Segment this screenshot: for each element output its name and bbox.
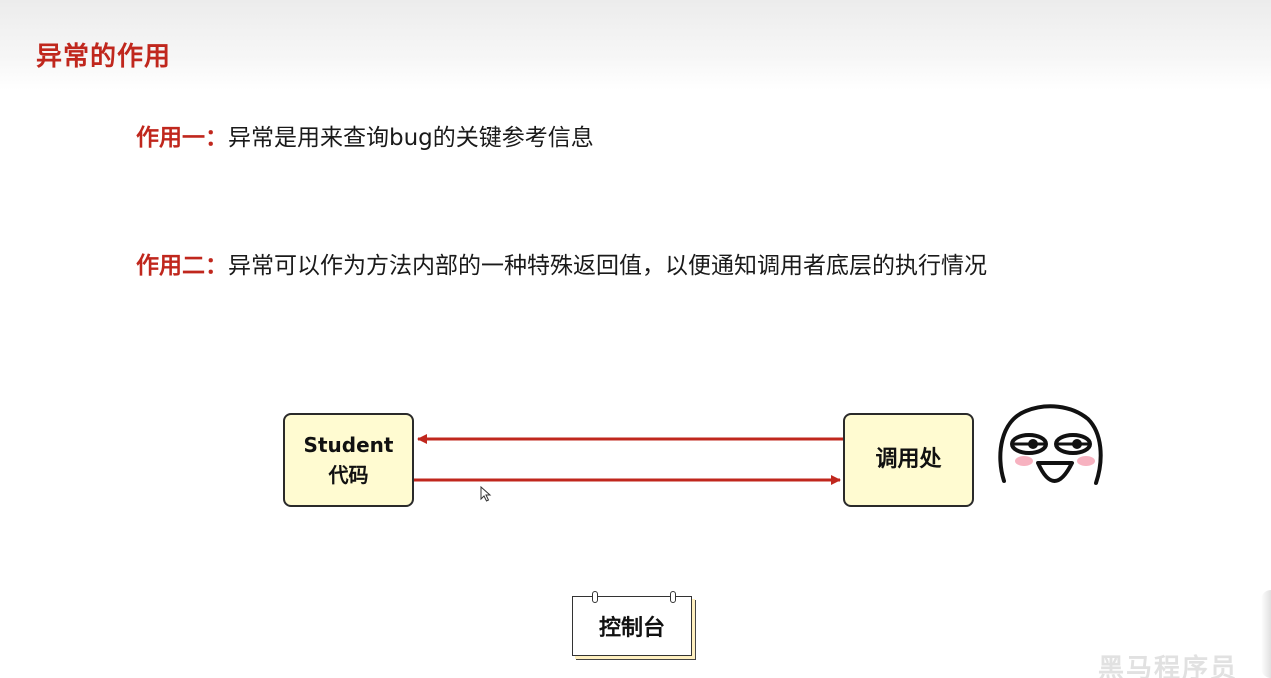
point-two-text: 异常可以作为方法内部的一种特殊返回值，以便通知调用者底层的执行情况 (228, 253, 987, 279)
console-label: 控制台 (572, 596, 692, 656)
point-two: 作用二：异常可以作为方法内部的一种特殊返回值，以便通知调用者底层的执行情况 (136, 246, 987, 280)
point-one-label: 作用一： (136, 125, 228, 151)
slide-title: 异常的作用 (36, 42, 172, 72)
binder-ring-icon (670, 591, 676, 603)
point-one-text: 异常是用来查询bug的关键参考信息 (228, 125, 594, 151)
mouse-cursor-icon (480, 486, 492, 502)
student-code-box: Student 代码 (283, 413, 414, 507)
caller-box: 调用处 (843, 413, 974, 507)
student-code-line1: Student (303, 433, 394, 457)
student-code-line2: 代码 (328, 463, 369, 487)
watermark: 黑马程序员 (1098, 654, 1239, 678)
grinning-face-icon (998, 404, 1103, 485)
scroll-edge[interactable] (1261, 590, 1271, 678)
caller-label: 调用处 (875, 447, 942, 472)
binder-ring-icon (592, 591, 598, 603)
point-two-label: 作用二： (136, 253, 228, 279)
point-one: 作用一：异常是用来查询bug的关键参考信息 (136, 118, 594, 152)
console-card: 控制台 (572, 591, 696, 660)
